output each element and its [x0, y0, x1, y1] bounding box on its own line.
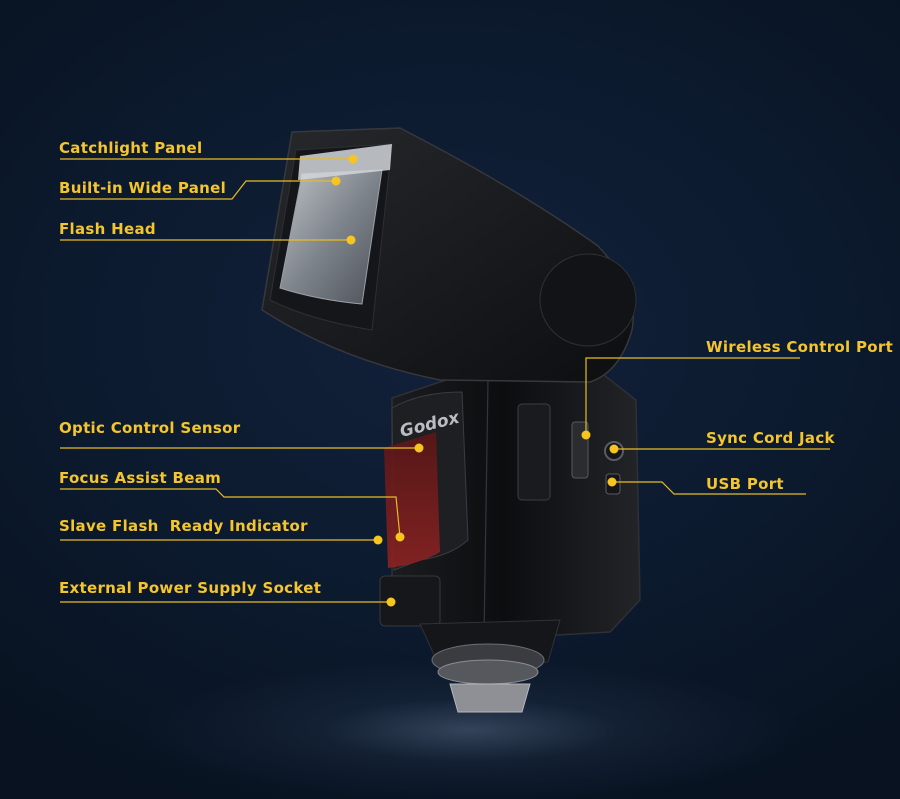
- label-focus-assist-beam: Focus Assist Beam: [59, 469, 222, 487]
- label-builtin-wide-panel: Built-in Wide Panel: [59, 179, 227, 197]
- catchlight-reflector: [298, 144, 392, 180]
- dot-wireless-port: [581, 430, 591, 440]
- dot-catchlight: [348, 154, 358, 164]
- leader-wireless-port: [585, 357, 800, 435]
- port-cover: [517, 403, 551, 501]
- label-external-power-supply-socket: External Power Supply Socket: [59, 579, 322, 597]
- label-slave-flash-ready-indicator: Slave Flash Ready Indicator: [59, 517, 308, 535]
- dot-wide-panel: [331, 176, 341, 186]
- flash-lens: [279, 169, 383, 305]
- dot-focus-assist: [395, 532, 405, 542]
- leader-focus-assist: [60, 488, 401, 538]
- leader-usb-port: [612, 481, 806, 495]
- dot-optic-sensor: [414, 443, 424, 453]
- front-sensor-panel: Godox: [384, 391, 469, 571]
- label-sync-cord-jack: Sync Cord Jack: [706, 429, 835, 447]
- side-ports: [517, 403, 624, 501]
- hot-shoe-assembly: [379, 575, 561, 713]
- label-catchlight-panel: Catchlight Panel: [59, 139, 203, 157]
- label-flash-head: Flash Head: [59, 220, 156, 238]
- dot-sync-jack: [609, 444, 619, 454]
- dot-flash-head: [346, 235, 356, 245]
- leader-wide-panel: [60, 180, 336, 200]
- flash-head-housing: [261, 127, 637, 383]
- dot-usb-port: [607, 477, 617, 487]
- label-wireless-control-port: Wireless Control Port: [706, 338, 894, 356]
- label-usb-port: USB Port: [706, 475, 784, 493]
- dot-slave-ready: [373, 535, 383, 545]
- label-optic-control-sensor: Optic Control Sensor: [59, 419, 241, 437]
- dot-power-socket: [386, 597, 396, 607]
